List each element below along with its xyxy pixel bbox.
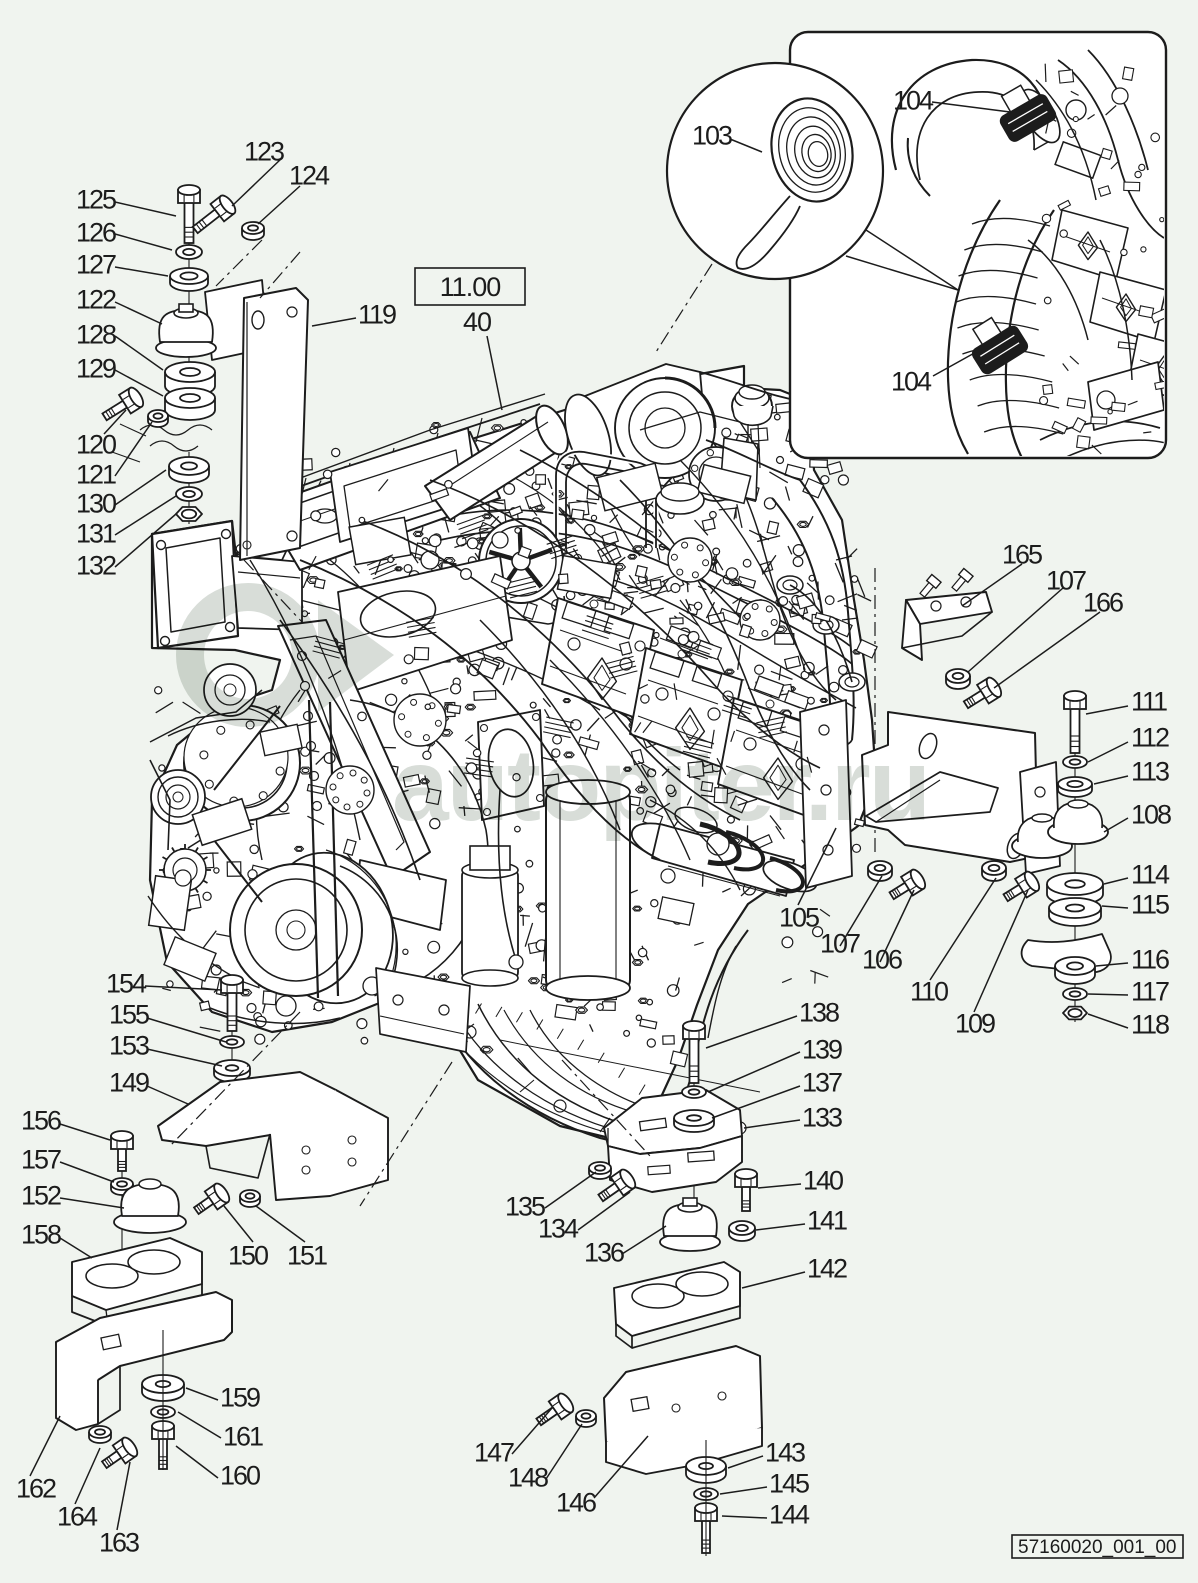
svg-text:158: 158 xyxy=(21,1220,61,1250)
svg-text:119: 119 xyxy=(358,300,396,330)
svg-text:135: 135 xyxy=(505,1192,545,1222)
svg-text:159: 159 xyxy=(220,1383,260,1413)
svg-text:110: 110 xyxy=(910,977,948,1007)
svg-text:128: 128 xyxy=(76,320,116,350)
svg-text:103: 103 xyxy=(692,121,732,151)
svg-text:130: 130 xyxy=(76,489,116,519)
svg-text:autopiter.ru: autopiter.ru xyxy=(392,728,929,842)
svg-text:120: 120 xyxy=(76,430,116,460)
svg-text:165: 165 xyxy=(1002,540,1042,570)
svg-text:136: 136 xyxy=(584,1238,624,1268)
svg-text:153: 153 xyxy=(109,1031,149,1061)
svg-text:57160020_001_00: 57160020_001_00 xyxy=(1018,1537,1177,1558)
svg-text:144: 144 xyxy=(769,1500,810,1530)
svg-text:154: 154 xyxy=(106,969,147,999)
svg-text:129: 129 xyxy=(76,354,116,384)
svg-text:111: 111 xyxy=(1131,687,1167,717)
svg-text:117: 117 xyxy=(1131,977,1169,1007)
svg-text:162: 162 xyxy=(16,1474,56,1504)
svg-text:164: 164 xyxy=(57,1502,98,1532)
svg-text:142: 142 xyxy=(807,1254,847,1284)
svg-text:126: 126 xyxy=(76,218,116,248)
svg-text:133: 133 xyxy=(802,1103,842,1133)
svg-text:122: 122 xyxy=(76,285,116,315)
svg-text:152: 152 xyxy=(21,1181,61,1211)
svg-text:106: 106 xyxy=(862,945,902,975)
svg-text:121: 121 xyxy=(76,460,116,490)
svg-text:115: 115 xyxy=(1131,890,1169,920)
svg-text:116: 116 xyxy=(1131,945,1169,975)
svg-text:149: 149 xyxy=(109,1068,149,1098)
svg-text:143: 143 xyxy=(765,1438,805,1468)
svg-text:155: 155 xyxy=(109,1000,149,1030)
svg-text:166: 166 xyxy=(1083,588,1123,618)
svg-text:156: 156 xyxy=(21,1106,61,1136)
svg-text:160: 160 xyxy=(220,1461,260,1491)
svg-text:123: 123 xyxy=(244,137,284,167)
svg-text:138: 138 xyxy=(799,998,839,1028)
svg-text:137: 137 xyxy=(802,1068,842,1098)
svg-text:11.00: 11.00 xyxy=(440,272,501,302)
svg-text:104: 104 xyxy=(891,367,932,397)
svg-text:125: 125 xyxy=(76,185,116,215)
svg-text:131: 131 xyxy=(76,519,116,549)
svg-text:104: 104 xyxy=(893,86,934,116)
svg-text:140: 140 xyxy=(803,1166,843,1196)
svg-text:147: 147 xyxy=(474,1438,514,1468)
svg-text:108: 108 xyxy=(1131,800,1171,830)
svg-text:151: 151 xyxy=(287,1241,327,1271)
svg-text:107: 107 xyxy=(820,929,860,959)
svg-text:124: 124 xyxy=(289,161,330,191)
svg-text:150: 150 xyxy=(228,1241,268,1271)
svg-text:105: 105 xyxy=(779,903,819,933)
svg-text:127: 127 xyxy=(76,250,116,280)
svg-text:157: 157 xyxy=(21,1145,61,1175)
svg-text:118: 118 xyxy=(1131,1010,1169,1040)
svg-text:40: 40 xyxy=(463,307,491,337)
svg-text:112: 112 xyxy=(1131,723,1169,753)
svg-text:145: 145 xyxy=(769,1469,809,1499)
svg-text:113: 113 xyxy=(1131,757,1169,787)
svg-text:114: 114 xyxy=(1131,860,1170,890)
svg-text:132: 132 xyxy=(76,551,116,581)
svg-text:148: 148 xyxy=(508,1463,548,1493)
svg-text:107: 107 xyxy=(1046,566,1086,596)
svg-text:134: 134 xyxy=(538,1214,579,1244)
svg-text:141: 141 xyxy=(807,1206,847,1236)
svg-text:161: 161 xyxy=(223,1422,263,1452)
svg-text:146: 146 xyxy=(556,1488,596,1518)
svg-text:139: 139 xyxy=(802,1035,842,1065)
svg-text:109: 109 xyxy=(955,1009,995,1039)
svg-text:163: 163 xyxy=(99,1528,139,1558)
